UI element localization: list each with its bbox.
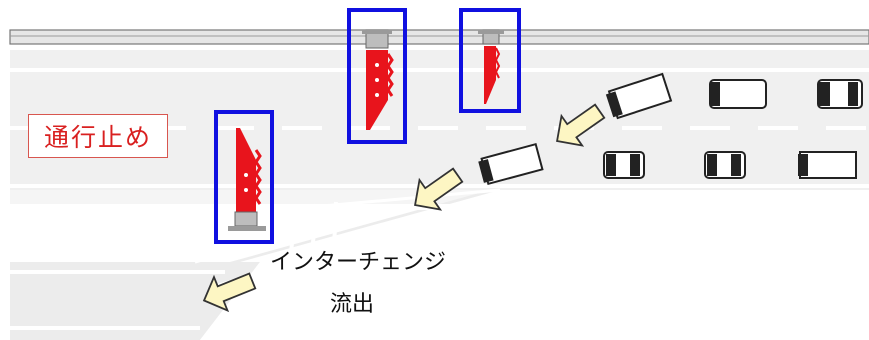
highlight-box [214, 110, 274, 244]
direction-arrow-icon [556, 103, 606, 147]
truck-icon [798, 151, 857, 179]
car-icon [709, 79, 767, 109]
median-barrier [9, 29, 869, 45]
highlight-box [459, 8, 521, 113]
traffic-cone-icon [228, 128, 266, 231]
exit-caption-line1: インターチェンジ [270, 250, 447, 275]
exit-ramp [10, 262, 260, 340]
car-icon [817, 79, 863, 109]
highlight-box [347, 8, 407, 144]
traffic-cone-icon [362, 29, 394, 130]
closure-label: 通行止め [28, 114, 168, 158]
traffic-cone-icon [478, 29, 504, 104]
truck-icon [478, 142, 544, 186]
car-icon [603, 151, 645, 179]
truck-icon [605, 72, 673, 120]
closure-label-text: 通行止め [43, 123, 152, 152]
direction-arrow-icon [414, 167, 464, 211]
car-icon [704, 151, 746, 179]
exit-caption-line2: 流出 [330, 292, 375, 317]
direction-arrow-icon [202, 272, 257, 313]
